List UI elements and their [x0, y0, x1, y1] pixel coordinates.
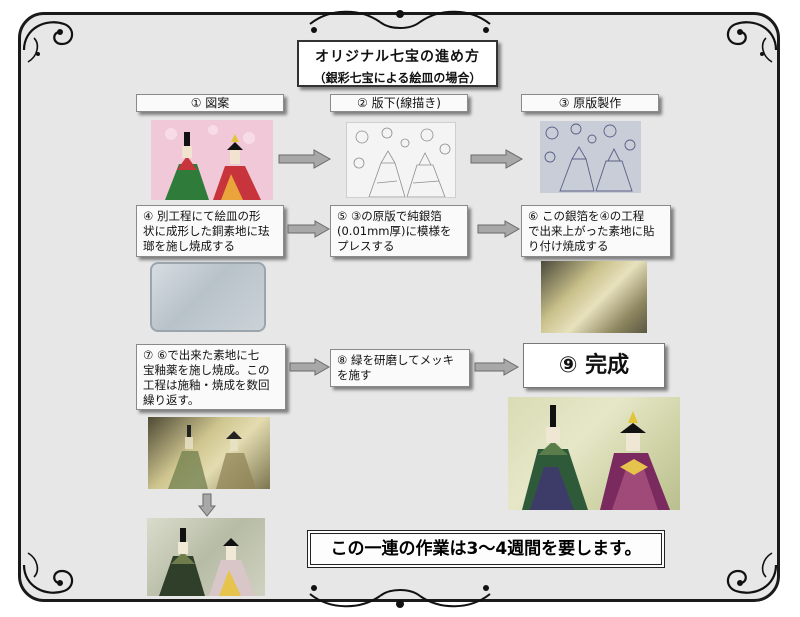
arrow-right-icon [470, 149, 524, 169]
image-enamel-fired [148, 417, 270, 489]
image-copper-base [150, 262, 266, 332]
description-step-8: ⑧ 緑を研磨してメッキ を施す [330, 349, 470, 387]
desc-line: り付け焼成する [528, 239, 609, 253]
complete-label: ⑨ 完成 [523, 343, 665, 388]
desc-line: ⑤ ③の原版で純銀箔 [337, 209, 442, 223]
desc-line: で出来上がった素地に貼 [528, 224, 655, 238]
image-silver-leaf [541, 261, 647, 333]
description-step-6: ⑥ この銀箔を④の工程 で出来上がった素地に貼 り付け焼成する [521, 205, 671, 257]
step-label-design: ① 図案 [136, 94, 284, 112]
arrow-right-icon [278, 149, 332, 169]
arrow-right-icon [289, 358, 331, 376]
arrow-right-icon [477, 220, 521, 238]
desc-line: を施す [337, 368, 372, 382]
desc-line: 状に成形した銅素地に珐 [143, 224, 270, 238]
image-plated [147, 518, 265, 596]
flourish-bottom-center-icon [309, 585, 491, 608]
title-sub: （銀彩七宝による絵皿の場合） [313, 71, 482, 85]
arrow-right-icon [474, 358, 520, 376]
description-step-4: ④ 別工程にて絵皿の形 状に成形した銅素地に珐 瑯を施し焼成する [136, 205, 284, 257]
flourish-top-left-icon [22, 21, 74, 63]
flourish-bottom-left-icon [22, 552, 74, 594]
flourish-top-center-icon [309, 10, 491, 33]
desc-line: 繰り返す。 [143, 393, 200, 407]
image-design [151, 120, 273, 200]
image-underdrawing [346, 122, 456, 198]
image-master-plate [540, 121, 641, 193]
page-title: オリジナル七宝の進め方 （銀彩七宝による絵皿の場合） [297, 40, 498, 87]
description-step-7: ⑦ ⑥で出来た素地に七 宝釉薬を施し焼成。この 工程は施釉・焼成を数回 繰り返す… [136, 344, 286, 410]
title-main: オリジナル七宝の進め方 [315, 49, 480, 65]
desc-line: ④ 別工程にて絵皿の形 [143, 209, 261, 223]
description-step-5: ⑤ ③の原版で純銀箔 (0.01mm厚)に模様を プレスする [330, 205, 468, 257]
desc-line: 工程は施釉・焼成を数回 [143, 378, 270, 392]
desc-line: ⑦ ⑥で出来た素地に七 [143, 348, 260, 362]
flourish-top-right-icon [726, 21, 778, 63]
arrow-right-icon [287, 220, 331, 238]
summary-note: この一連の作業は3～4週間を要します。 [307, 530, 665, 568]
arrow-down-icon [198, 493, 216, 517]
desc-line: 瑯を施し焼成する [143, 239, 235, 253]
step-label-underdrawing: ② 版下(線描き) [330, 94, 468, 112]
desc-line: プレスする [337, 239, 395, 253]
desc-line: 宝釉薬を施し焼成。この [143, 363, 270, 377]
image-finished [508, 397, 680, 510]
flourish-bottom-right-icon [726, 552, 778, 594]
desc-line: ⑥ この銀箔を④の工程 [528, 209, 645, 223]
desc-line: ⑧ 緑を研磨してメッキ [337, 353, 455, 367]
step-label-master-plate: ③ 原版製作 [521, 94, 659, 112]
desc-line: (0.01mm厚)に模様を [337, 224, 452, 238]
